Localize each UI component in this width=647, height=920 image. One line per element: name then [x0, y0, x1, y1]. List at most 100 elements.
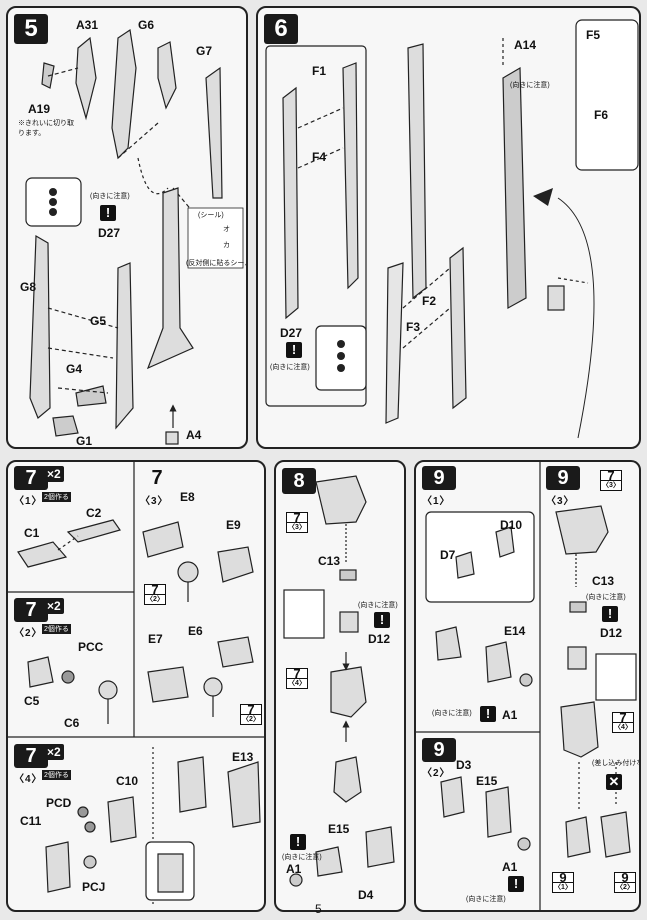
- ref-step7-3: 7〈3〉: [286, 510, 308, 533]
- part-label-c10: C10: [116, 774, 139, 788]
- part-label-d3: D3: [456, 758, 472, 772]
- part-label-c13: C13: [592, 574, 615, 588]
- part-label-d27: D27: [280, 326, 303, 340]
- part-label-f4: F4: [312, 150, 327, 164]
- part-label-e13: E13: [232, 750, 254, 764]
- ref-num: 7: [293, 666, 301, 681]
- ref-num: 7: [247, 702, 255, 717]
- part-label-c5: C5: [24, 694, 40, 708]
- step5-number: 5: [14, 14, 48, 44]
- step5-parts-illustration: [25, 28, 244, 445]
- part-label-pcd: PCD: [46, 796, 72, 810]
- step7-sub1: 〈1〉: [14, 496, 43, 507]
- seal-note: (反対側に貼るシール): [186, 260, 248, 267]
- step8-panel: 8 7〈3〉 C13 (向きに注意) ! D12 7〈4〉 ! (向きに注意) …: [274, 460, 406, 912]
- step9-sub2: 〈2〉: [422, 768, 451, 779]
- ref-step7-2b: 7〈2〉: [240, 702, 262, 725]
- part-label-d10: D10: [500, 518, 523, 532]
- part-label-e15: E15: [328, 822, 350, 836]
- ref-step9-2: 9〈2〉: [614, 870, 636, 893]
- part-label-a14: A14: [514, 38, 537, 52]
- step9-panel: 9 〈1〉 D10 D7 E14 (向きに注意) ! A1 9 〈2〉 D3 E…: [414, 460, 641, 912]
- cut-note: ※きれいに切り取ります。: [18, 120, 74, 137]
- part-label-f5: F5: [586, 28, 601, 42]
- warning-icon: !: [290, 834, 306, 850]
- part-label-pcc: PCC: [78, 640, 104, 654]
- multiply-badge: ×2: [44, 598, 64, 614]
- part-label-c11: C11: [20, 814, 42, 828]
- multiply-badge: ×2: [44, 466, 64, 482]
- ref-sub: 〈1〉: [553, 882, 573, 891]
- warning-icon: !: [480, 706, 496, 722]
- ref-num: 7: [607, 468, 615, 483]
- part-label-a1: A1: [286, 862, 302, 876]
- orient-note-top: (向きに注意): [510, 82, 550, 89]
- part-label-f3: F3: [406, 320, 421, 334]
- orient-note-bottom: (向きに注意): [282, 854, 322, 861]
- orient-note: (向きに注意): [358, 602, 398, 609]
- part-label-a31: A31: [76, 18, 99, 32]
- make-two-note: 2個作る: [42, 492, 71, 502]
- step7-sub2: 〈2〉: [14, 628, 43, 639]
- step7-parts-illustration: [8, 462, 264, 907]
- not-attach-note: (差し込み付けない): [592, 760, 639, 767]
- ref-step7-2a: 7〈2〉: [144, 582, 166, 605]
- part-label-e9: E9: [226, 518, 241, 532]
- part-label-c6: C6: [64, 716, 80, 730]
- part-label-g1: G1: [76, 434, 93, 448]
- step6-panel: 6 A14 (向きに注意) F5 F6 F1 F4 F2 F3 D27: [256, 6, 641, 449]
- step6-parts-illustration: [265, 19, 639, 439]
- step8-number: 8: [282, 468, 316, 494]
- part-label-c2: C2: [86, 506, 102, 520]
- ref-step7-4: 7〈4〉: [612, 710, 634, 733]
- make-two-note: 2個作る: [42, 770, 71, 780]
- ref-sub: 〈2〉: [241, 714, 261, 723]
- part-label-e15: E15: [476, 774, 498, 788]
- warning-icon: !: [508, 876, 524, 892]
- ref-num: 7: [151, 582, 159, 597]
- ref-sub: 〈3〉: [601, 480, 621, 489]
- ref-step9-1: 9〈1〉: [552, 871, 574, 893]
- step5-panel: 5 A31 G6 G7 A19 ※きれいに切り取りま: [6, 6, 248, 449]
- ref-step7-3: 7〈3〉: [600, 468, 622, 491]
- seal-ka: カ: [223, 242, 230, 249]
- part-label-g8: G8: [20, 280, 37, 294]
- part-label-e7: E7: [148, 632, 163, 646]
- part-label-c1: C1: [24, 526, 40, 540]
- part-label-g6: G6: [138, 18, 155, 32]
- warning-icon: !: [100, 205, 116, 221]
- part-label-a4: A4: [186, 428, 202, 442]
- step7-panel: 7 ×2 〈1〉 2個作る C2 C1 7 〈3〉 E8 E9 7〈2〉 7 ×…: [6, 460, 266, 912]
- orient-note-bottom: (向きに注意): [270, 364, 310, 371]
- ref-num: 7: [293, 510, 301, 525]
- orient-note-2: (向きに注意): [466, 896, 506, 903]
- step7-sub3: 〈3〉: [140, 496, 169, 507]
- ref-num: 9: [621, 870, 629, 885]
- part-label-f1: F1: [312, 64, 327, 78]
- part-label-d12: D12: [600, 626, 623, 640]
- step7-2-number: 7: [14, 598, 48, 622]
- no-attach-icon: ✕: [606, 774, 622, 790]
- part-label-d7: D7: [440, 548, 456, 562]
- part-label-d12: D12: [368, 632, 391, 646]
- part-label-c13: C13: [318, 554, 341, 568]
- step8-parts-illustration: [283, 475, 395, 887]
- part-label-d4: D4: [358, 888, 374, 902]
- seal-label: (シール): [198, 212, 224, 219]
- ref-num: 7: [619, 710, 627, 725]
- step7-3-number: 7: [151, 467, 163, 489]
- step9-sub3: 〈3〉: [546, 496, 575, 507]
- warning-icon: !: [374, 612, 390, 628]
- step9-sub1: 〈1〉: [422, 496, 451, 507]
- step9-parts-illustration: [416, 462, 637, 910]
- step6-number: 6: [264, 14, 298, 44]
- part-label-f6: F6: [594, 108, 609, 122]
- part-label-a1: A1: [502, 708, 518, 722]
- part-label-pcj: PCJ: [82, 880, 106, 894]
- step9-2-number: 9: [422, 738, 456, 762]
- ref-sub: 〈3〉: [287, 522, 307, 531]
- ref-sub: 〈4〉: [613, 722, 633, 731]
- part-label-e14: E14: [504, 624, 526, 638]
- step7-sub4: 〈4〉: [14, 774, 43, 785]
- step9-1-number: 9: [422, 466, 456, 490]
